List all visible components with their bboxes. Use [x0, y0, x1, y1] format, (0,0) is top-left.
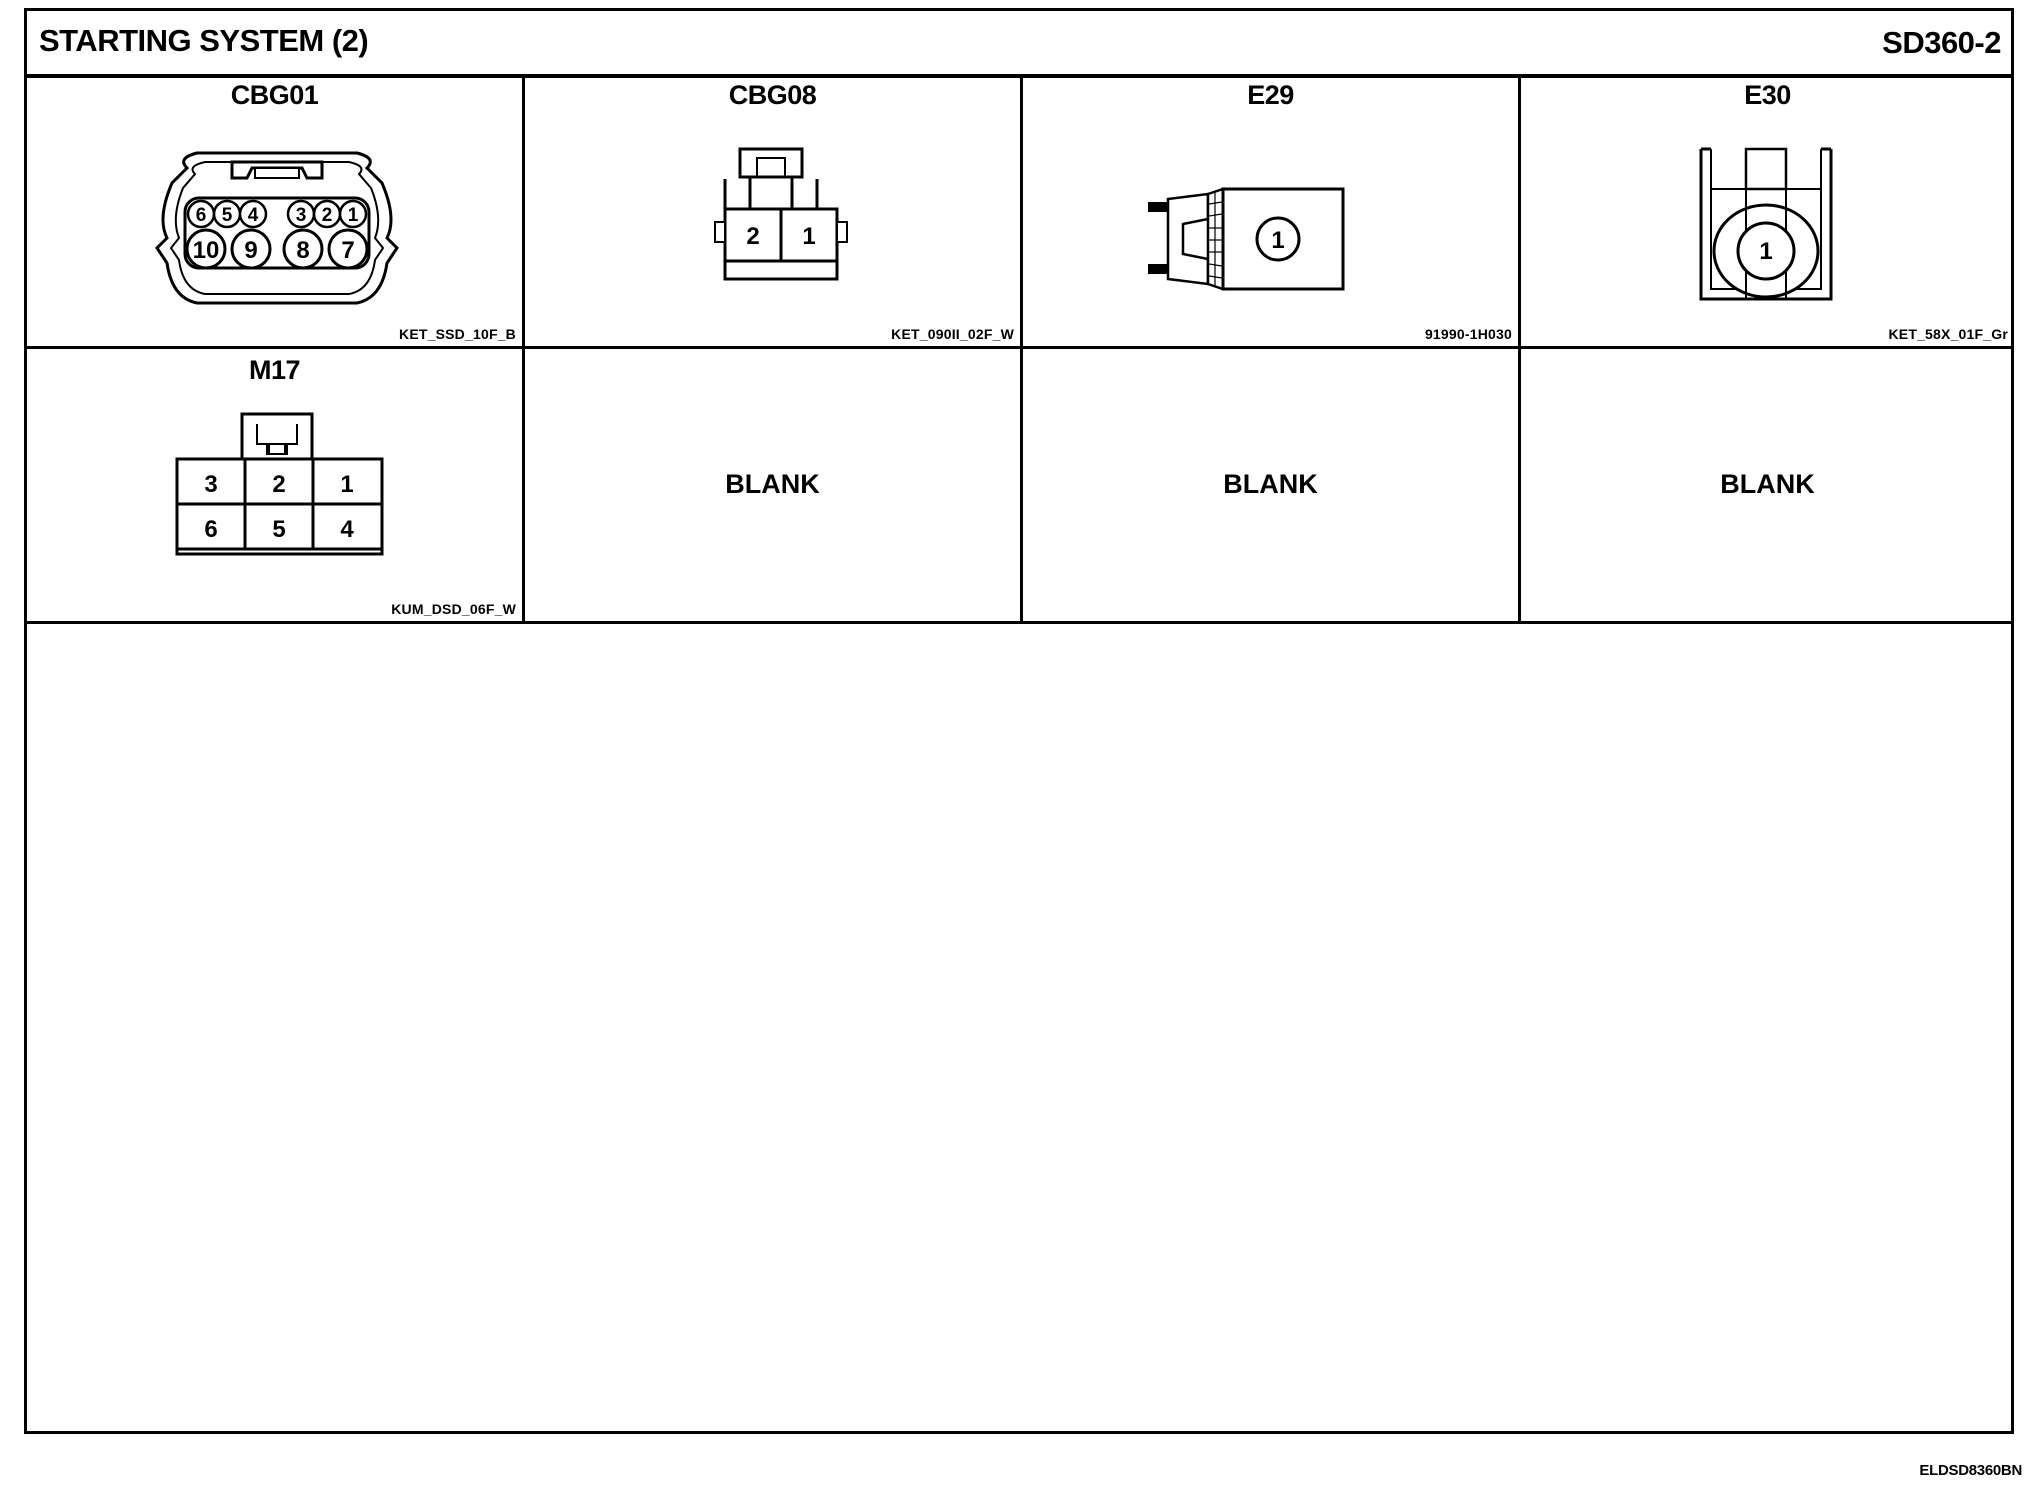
- diagram-sheet: STARTING SYSTEM (2) SD360-2 CBG01 6 5 4 …: [24, 8, 2014, 1434]
- connector-cbg08-diagram: 2 1: [714, 147, 848, 281]
- part-number: KET_58X_01F_Gr: [1888, 326, 2008, 342]
- pin-label: 7: [341, 237, 354, 264]
- connector-cell-cbg08: CBG08 2 1 KET_090II_02F_W: [525, 74, 1023, 349]
- connector-name: CBG08: [728, 80, 817, 110]
- pin-label: 1: [802, 223, 815, 250]
- connector-cell-e29: E29 1 91990-1H030: [1023, 74, 1521, 349]
- pin-label: 3: [296, 205, 307, 226]
- connector-cell-e30: E30 1 KET_58X_01F_Gr: [1521, 74, 2014, 349]
- pin-label: 6: [204, 516, 217, 543]
- blank-cell: BLANK: [1023, 349, 1521, 624]
- pin-label: 4: [340, 516, 354, 543]
- cbg01-bottom-row: 10 9 8 7: [185, 228, 369, 270]
- pin-label: 2: [322, 205, 333, 226]
- title-bar: STARTING SYSTEM (2) SD360-2: [27, 11, 2011, 78]
- pin-label: 6: [196, 205, 207, 226]
- part-number: 91990-1H030: [1424, 326, 1512, 342]
- pin-label: 3: [204, 471, 217, 498]
- pin-label: 2: [746, 223, 759, 250]
- cbg01-top-row: 6 5 4 3 2 1: [186, 199, 368, 229]
- pin-label: 1: [348, 205, 359, 226]
- pin-label: 2: [272, 471, 285, 498]
- pin-label: 1: [340, 471, 353, 498]
- pin-label: 1: [1271, 227, 1284, 254]
- connector-cbg01-diagram: 6 5 4 3 2 1 10 9 8 7: [155, 151, 399, 305]
- blank-label: BLANK: [1720, 469, 1815, 499]
- blank-label: BLANK: [725, 469, 820, 499]
- pin-label: 5: [272, 516, 285, 543]
- connector-name: E30: [1744, 80, 1791, 110]
- pin-label: 4: [248, 205, 259, 226]
- part-number: KET_090II_02F_W: [891, 326, 1014, 342]
- page-code: SD360-2: [1882, 25, 2001, 60]
- connector-cell-m17: M17 3 2 1 6 5 4 KUM_DSD_06F_W: [27, 349, 525, 624]
- connector-name: CBG01: [230, 80, 319, 110]
- pin-label: 9: [244, 237, 257, 264]
- pin-label: 8: [296, 237, 309, 264]
- pin-label: 10: [193, 237, 220, 264]
- connector-cell-cbg01: CBG01 6 5 4 3 2 1 10: [27, 74, 525, 349]
- page-title: STARTING SYSTEM (2): [39, 23, 369, 58]
- blank-cell: BLANK: [525, 349, 1023, 624]
- connector-name: M17: [248, 355, 301, 385]
- drawing-code: ELDSD8360BN: [1919, 1462, 2022, 1479]
- pin-label: 1: [1759, 238, 1772, 265]
- blank-label: BLANK: [1223, 469, 1318, 499]
- part-number: KET_SSD_10F_B: [399, 326, 516, 342]
- pin-label: 5: [222, 205, 233, 226]
- connector-name: E29: [1247, 80, 1294, 110]
- part-number: KUM_DSD_06F_W: [391, 601, 516, 617]
- connector-e29-diagram: 1: [1148, 187, 1345, 291]
- connector-m17-diagram: 3 2 1 6 5 4: [175, 412, 384, 556]
- blank-cell: BLANK: [1521, 349, 2014, 624]
- connector-e30-diagram: 1: [1699, 147, 1833, 301]
